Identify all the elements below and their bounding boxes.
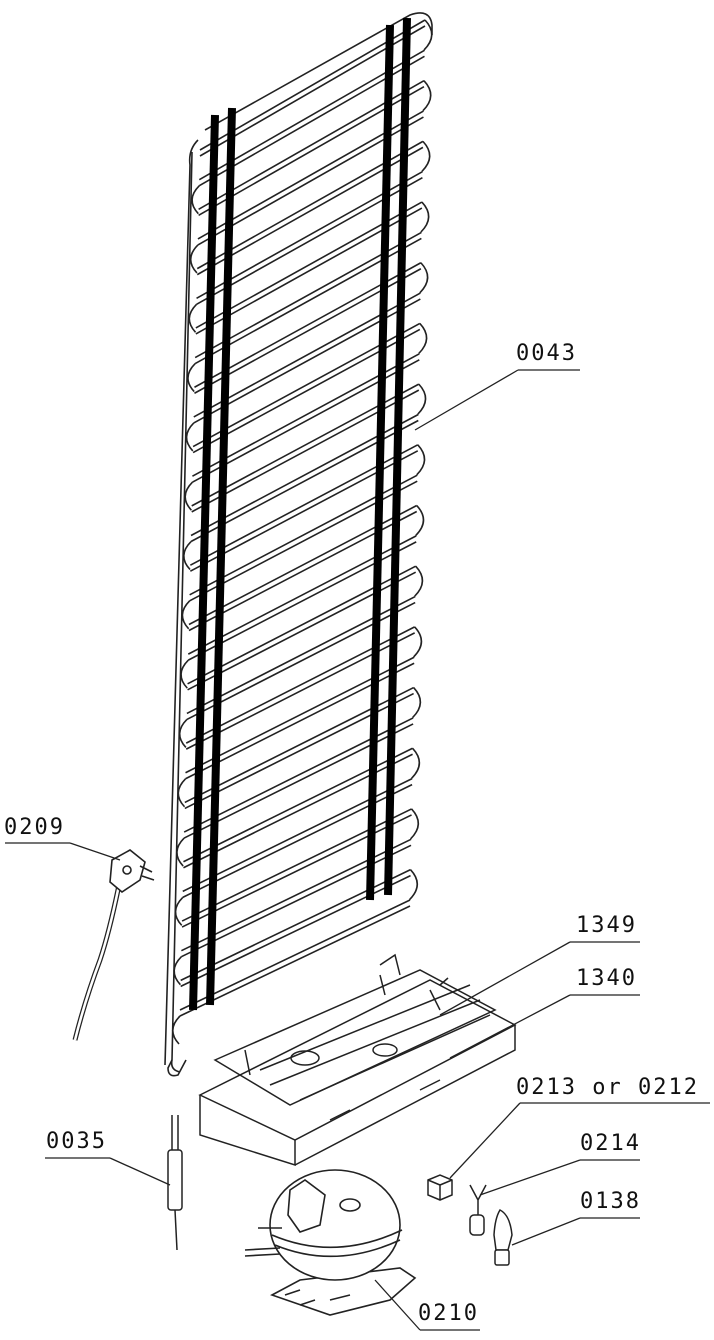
coil-bend [409, 808, 420, 840]
coil-bend [185, 422, 195, 452]
coil-bend [413, 626, 423, 658]
coil-bend [181, 600, 191, 630]
callout-0043: 0043 [516, 341, 577, 366]
leader-0035 [109, 1157, 171, 1186]
coil-bend [187, 363, 196, 393]
coil-bend [191, 185, 200, 215]
callout-1340: 1340 [576, 966, 637, 991]
coil-bend [415, 504, 425, 537]
coil-rung [179, 899, 411, 1011]
leader-1349 [439, 941, 571, 1016]
coil-bend [408, 869, 419, 901]
coil-bend [422, 80, 432, 112]
coil-rung [179, 905, 411, 1017]
coil-bend [421, 140, 431, 172]
coil-bend [420, 201, 430, 233]
leader-0210 [374, 1279, 421, 1331]
leader-0209 [69, 842, 121, 861]
filter-drier [167, 1115, 183, 1251]
condenser-coil [164, 12, 433, 1077]
coil-bend [418, 322, 428, 355]
coil-bend [417, 383, 427, 415]
coil-bend [176, 837, 185, 867]
coil-bend [182, 540, 192, 571]
coil-bend [184, 481, 193, 511]
leader-0138 [511, 1217, 581, 1246]
coil-bend [180, 659, 189, 689]
leader-0214 [479, 1159, 581, 1196]
callout-0214: 0214 [580, 1131, 641, 1156]
coil-bend [171, 1015, 181, 1045]
protector [493, 1209, 513, 1266]
coil-bend [411, 747, 421, 779]
relay [427, 1174, 453, 1201]
callout-0138: 0138 [580, 1189, 641, 1214]
coil-bend [419, 262, 429, 294]
coil-bend [173, 956, 182, 986]
callout-0213: 0213 or 0212 [516, 1075, 699, 1100]
callout-0209: 0209 [4, 815, 65, 840]
coil-bend [174, 896, 184, 926]
leader-1340 [449, 994, 571, 1059]
coil-bend [416, 444, 426, 476]
callout-0210: 0210 [418, 1301, 479, 1326]
coil-bend [423, 19, 433, 51]
coil-bend [178, 718, 188, 748]
coil-bend [177, 778, 187, 808]
coil-supports [189, 17, 411, 1011]
coil-bend [414, 565, 424, 597]
leader-0043 [414, 369, 519, 431]
callout-0035: 0035 [46, 1129, 107, 1154]
leader-0213 [449, 1102, 521, 1179]
callout-1349: 1349 [576, 913, 637, 938]
compressor [244, 1169, 417, 1316]
power-cord [72, 849, 155, 1041]
coil-bend [189, 244, 199, 274]
compressor-mounting-plate [198, 953, 517, 1167]
coil-bend [188, 303, 198, 333]
coil-bend [412, 687, 422, 719]
clip [469, 1184, 487, 1236]
